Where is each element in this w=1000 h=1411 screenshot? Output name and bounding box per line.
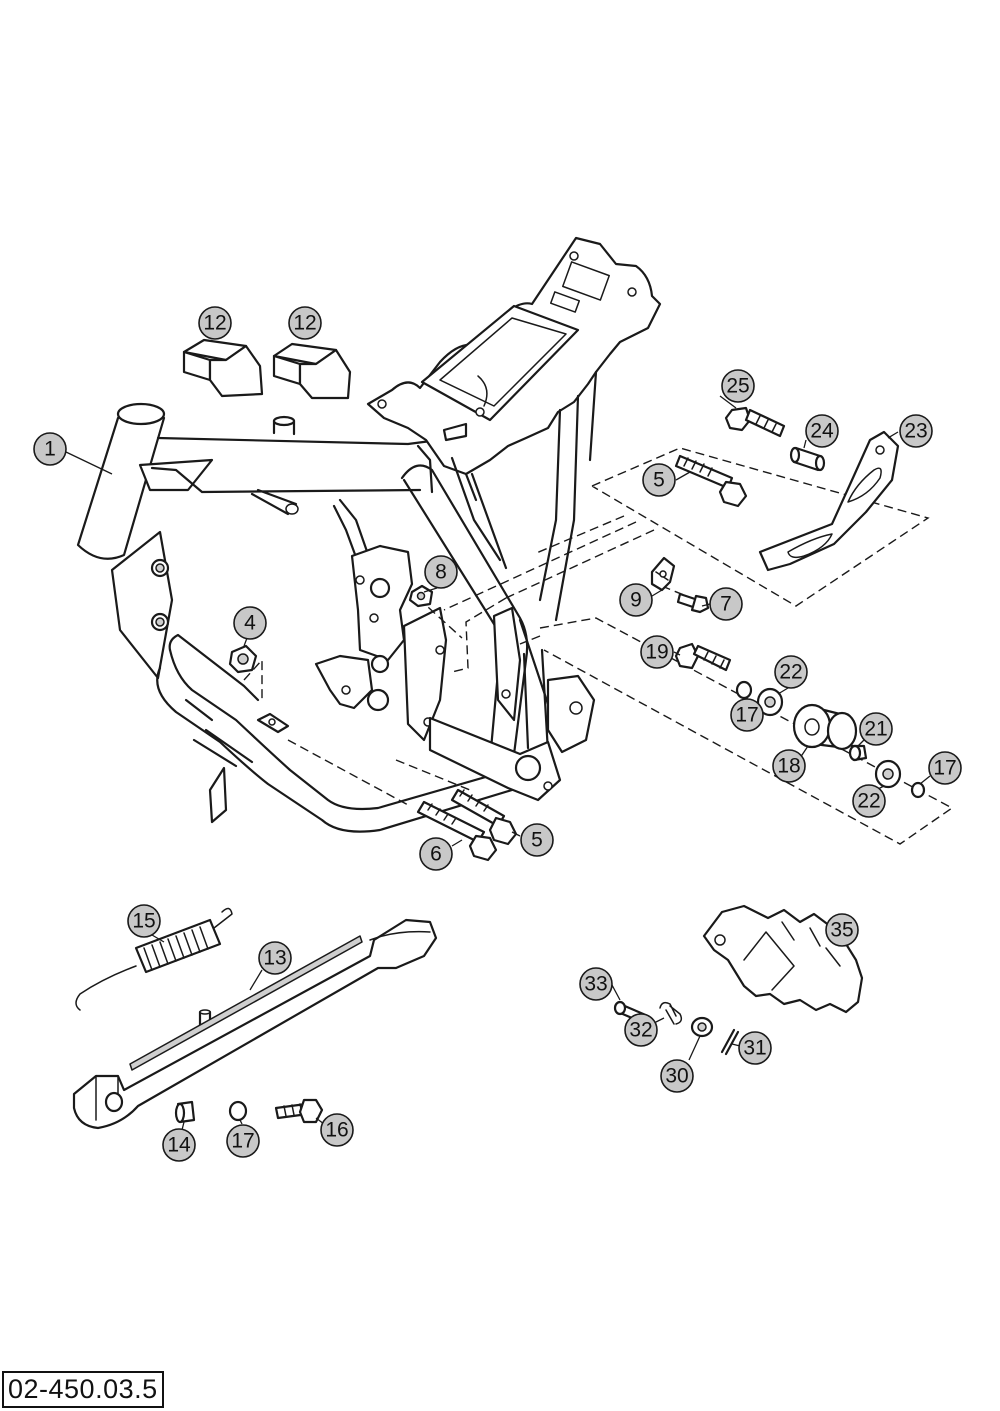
callout-13: 13 [258, 941, 292, 975]
callout-25: 25 [721, 369, 755, 403]
svg-text:22: 22 [779, 661, 802, 684]
washer-30 [690, 1016, 714, 1038]
svg-text:9: 9 [630, 589, 642, 612]
frame-protector-12-a [182, 338, 264, 398]
svg-text:31: 31 [743, 1037, 766, 1060]
svg-text:16: 16 [325, 1119, 348, 1142]
bolt-5-lower [450, 788, 518, 846]
svg-text:25: 25 [726, 375, 749, 398]
svg-text:14: 14 [167, 1134, 191, 1157]
washer-17-b [910, 781, 926, 799]
svg-text:18: 18 [777, 755, 800, 778]
callout-7: 7 [709, 587, 743, 621]
spring-15 [75, 907, 233, 1011]
callout-21: 21 [859, 712, 893, 746]
callout-23: 23 [899, 414, 933, 448]
bolt-25 [724, 406, 786, 438]
washer-17-a [735, 680, 753, 700]
callout-22-lower: 22 [852, 784, 886, 818]
svg-text:17: 17 [735, 704, 758, 727]
bushing-14 [174, 1100, 196, 1124]
svg-text:17: 17 [933, 757, 956, 780]
frame-protector-12-b [272, 342, 352, 400]
bracket-23 [758, 430, 900, 572]
roller-18 [792, 703, 858, 751]
callout-35: 35 [825, 913, 859, 947]
svg-text:7: 7 [720, 593, 732, 616]
callout-5-upper: 5 [642, 463, 676, 497]
callout-17-lower: 17 [226, 1124, 260, 1158]
screw-7 [676, 592, 710, 614]
callout-16: 16 [320, 1113, 354, 1147]
bushing-22-b [874, 759, 902, 789]
svg-text:32: 32 [629, 1019, 652, 1042]
svg-text:17: 17 [231, 1130, 254, 1153]
bolt-19 [674, 642, 732, 672]
footpeg-35 [702, 904, 864, 1014]
bolt-6 [416, 800, 498, 862]
bushing-22-a [756, 687, 784, 717]
callout-18: 18 [772, 749, 806, 783]
callout-24: 24 [805, 414, 839, 448]
callout-12-right: 12 [288, 306, 322, 340]
svg-text:12: 12 [203, 312, 226, 335]
svg-text:35: 35 [830, 919, 853, 942]
callout-19: 19 [640, 635, 674, 669]
svg-text:19: 19 [645, 641, 668, 664]
spring-32 [659, 1001, 683, 1025]
svg-text:6: 6 [430, 843, 442, 866]
callout-5-lower: 5 [520, 823, 554, 857]
callout-1: 1 [33, 432, 67, 466]
svg-text:30: 30 [665, 1065, 688, 1088]
frame-assembly [76, 236, 662, 833]
callout-leaders [65, 395, 931, 1131]
svg-text:24: 24 [810, 420, 834, 443]
callout-6: 6 [419, 837, 453, 871]
svg-text:8: 8 [435, 561, 447, 584]
svg-text:4: 4 [244, 612, 256, 635]
cotter-pin-31 [720, 1028, 740, 1056]
spacer-24 [789, 446, 826, 472]
callout-17-upper: 17 [730, 698, 764, 732]
svg-text:5: 5 [531, 829, 543, 852]
svg-text:23: 23 [904, 420, 927, 443]
callout-17-right: 17 [928, 751, 962, 785]
callout-8: 8 [424, 555, 458, 589]
sleeve-21 [848, 744, 868, 762]
clamp-9 [650, 556, 676, 592]
nut-8 [408, 584, 434, 608]
callout-12-left: 12 [198, 306, 232, 340]
bolt-5-upper [674, 454, 748, 508]
nut-4 [228, 644, 258, 674]
svg-text:13: 13 [263, 947, 286, 970]
callout-9: 9 [619, 583, 653, 617]
callout-15: 15 [127, 904, 161, 938]
callout-32: 32 [624, 1013, 658, 1047]
svg-text:12: 12 [293, 312, 316, 335]
svg-text:33: 33 [584, 973, 607, 996]
callout-22-upper: 22 [774, 655, 808, 689]
side-stand-13 [72, 918, 438, 1130]
callout-30: 30 [660, 1059, 694, 1093]
callout-14: 14 [162, 1128, 196, 1162]
svg-text:15: 15 [132, 910, 155, 933]
svg-text:22: 22 [857, 790, 880, 813]
bolt-16 [274, 1098, 324, 1124]
svg-text:1: 1 [44, 438, 56, 461]
callout-31: 31 [738, 1031, 772, 1065]
svg-text:5: 5 [653, 469, 665, 492]
callout-4: 4 [233, 606, 267, 640]
washer-17-c [228, 1100, 248, 1122]
callout-33: 33 [579, 967, 613, 1001]
document-number: 02-450.03.5 [2, 1371, 164, 1408]
svg-text:21: 21 [864, 718, 887, 741]
